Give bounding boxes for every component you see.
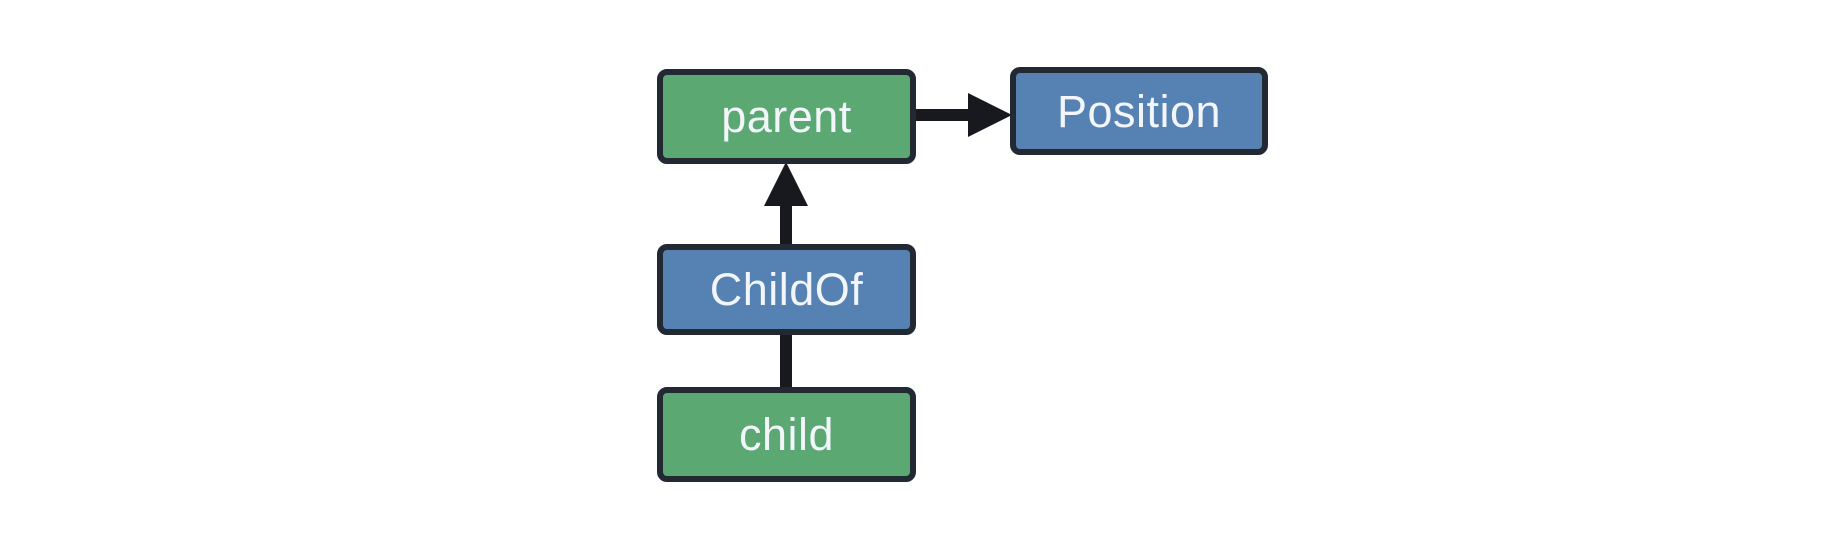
edge-childof-to-parent — [764, 162, 808, 246]
node-childof: ChildOf — [657, 244, 916, 335]
node-position: Position — [1010, 67, 1268, 155]
arrowhead-right-icon — [968, 93, 1012, 137]
node-childof-label: ChildOf — [709, 264, 864, 315]
node-child: child — [657, 387, 916, 482]
node-parent-label: parent — [721, 91, 852, 142]
edge-parent-to-position — [914, 93, 1012, 137]
node-position-label: Position — [1056, 85, 1222, 137]
node-child-label: child — [738, 409, 835, 460]
node-parent: parent — [657, 69, 916, 164]
arrowhead-up-icon — [764, 162, 808, 206]
